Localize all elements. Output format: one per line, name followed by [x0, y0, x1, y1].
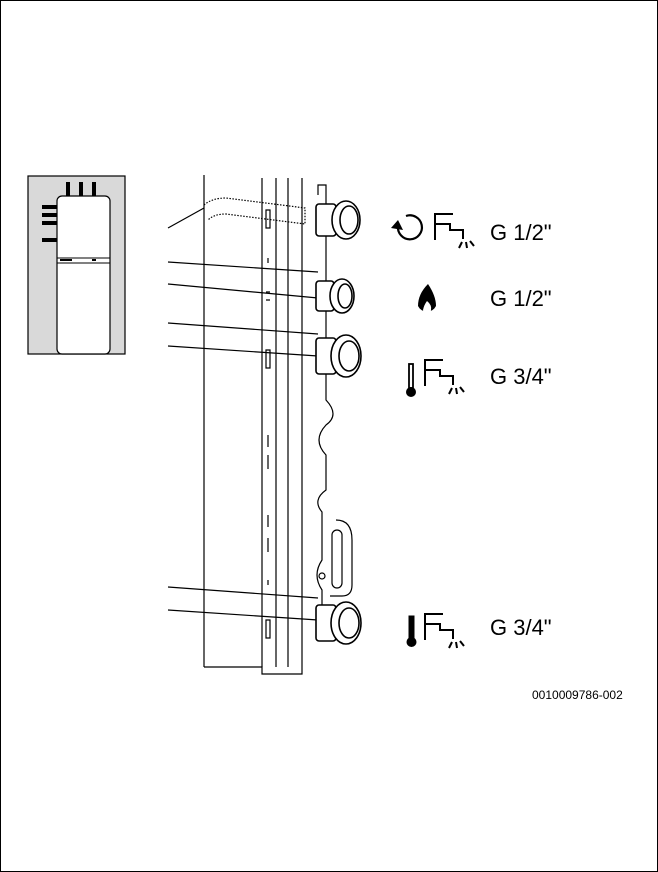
fitting-3 — [315, 334, 362, 378]
thermometer-icon — [406, 363, 416, 397]
mounting-bracket-drawing — [167, 175, 353, 675]
thread-label-2: G 1/2" — [490, 286, 552, 311]
thread-label-3: G 3/4" — [490, 364, 552, 389]
thread-label-4: G 3/4" — [490, 615, 552, 640]
hot-water-tap-icon — [434, 213, 475, 249]
fitting-2 — [315, 278, 355, 314]
thread-label-1: G 1/2" — [490, 220, 552, 245]
gas-flame-icon — [418, 284, 436, 314]
hot-water-tap-icon — [424, 359, 465, 395]
appliance-overview-inset — [27, 175, 126, 355]
circulation-arrow-icon — [391, 214, 424, 241]
thermometer-icon — [406, 615, 417, 647]
fitting-4 — [315, 601, 362, 645]
cold-water-tap-icon — [424, 613, 465, 649]
figure-reference-number: 0010009786-002 — [532, 688, 623, 702]
fitting-1 — [315, 200, 361, 240]
